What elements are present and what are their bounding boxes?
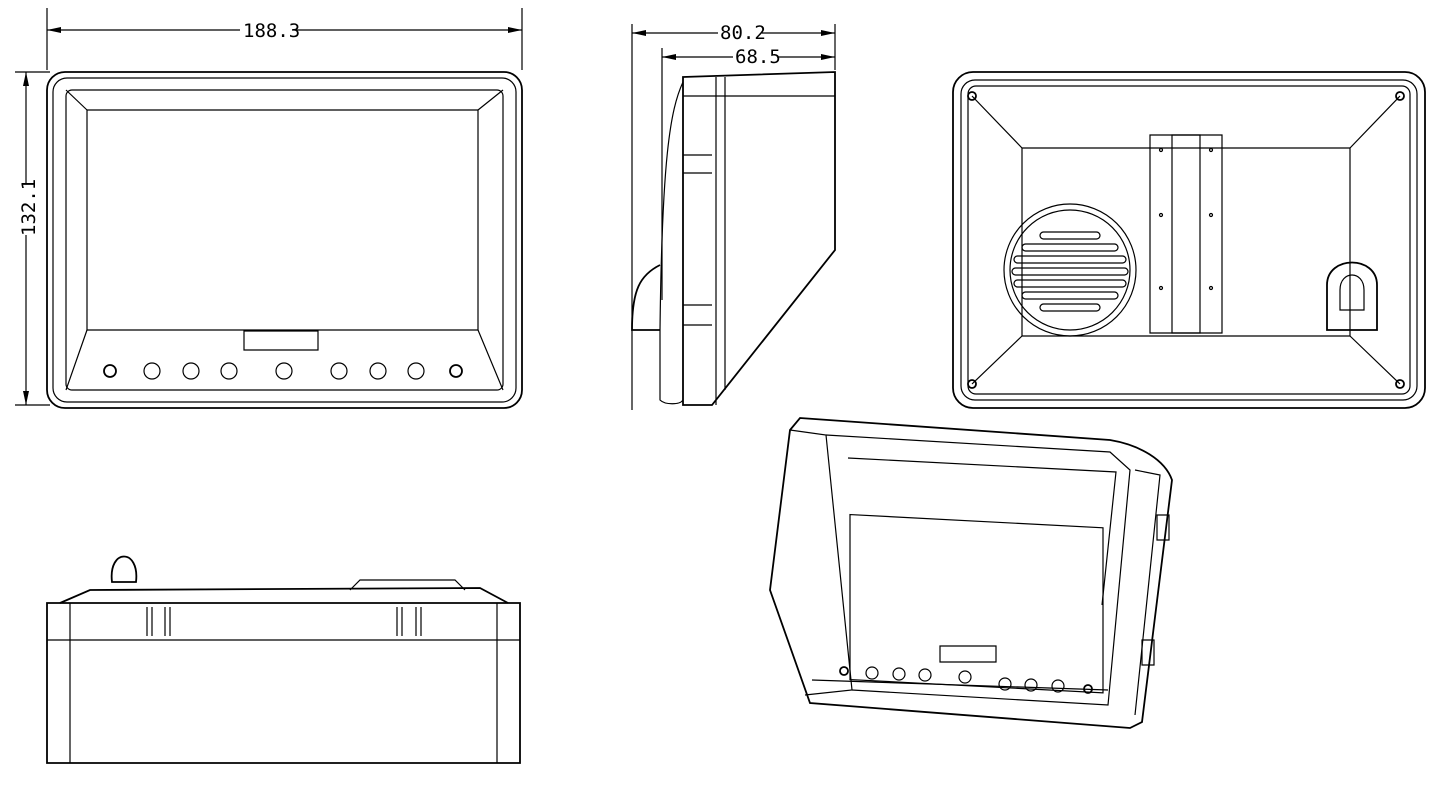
speaker-grille [1004,204,1136,336]
button [450,365,462,377]
rear-panel [1022,148,1350,336]
width-dimension-label: 188.3 [243,20,300,42]
button [331,363,347,379]
front-outer-frame [47,72,522,408]
cable-hook [1327,263,1377,331]
front-view: 188.3 132.1 [15,8,522,408]
perspective-view [770,418,1172,728]
rear-outer-frame [953,72,1425,408]
button [104,365,116,377]
perspective-logo-plate [940,646,996,662]
button [144,363,160,379]
button [408,363,424,379]
mount-knob-dome [112,557,137,583]
speaker-slots [1012,232,1128,311]
screen [87,110,478,330]
button [221,363,237,379]
side-mount-knob [632,265,660,330]
height-dimension-label: 132.1 [18,179,40,236]
bracket-holes [1160,149,1213,290]
screw [968,92,976,100]
logo-plate [244,331,318,350]
rear-view [953,72,1425,408]
vent-slots [147,607,421,636]
perspective-screen [850,515,1103,693]
body-depth-label: 68.5 [735,46,781,68]
front-bezel [53,78,516,402]
dim-label-bg [16,183,36,235]
bottom-view [47,557,520,764]
total-depth-label: 80.2 [720,22,766,44]
screw [968,380,976,388]
side-sunshade-edge [660,82,683,404]
button [276,363,292,379]
perspective-outer [770,418,1172,728]
perspective-buttons [840,667,1092,693]
mount-bracket [1150,135,1222,333]
screw [1396,92,1404,100]
dim-label-bg [240,20,292,40]
bottom-body [47,603,520,763]
button [183,363,199,379]
button [370,363,386,379]
front-inner-bezel [66,90,503,390]
bottom-top-edge [60,588,508,603]
side-view: 80.2 68.5 [632,22,835,410]
front-buttons [104,363,462,379]
screw [1396,380,1404,388]
side-body [683,72,835,405]
